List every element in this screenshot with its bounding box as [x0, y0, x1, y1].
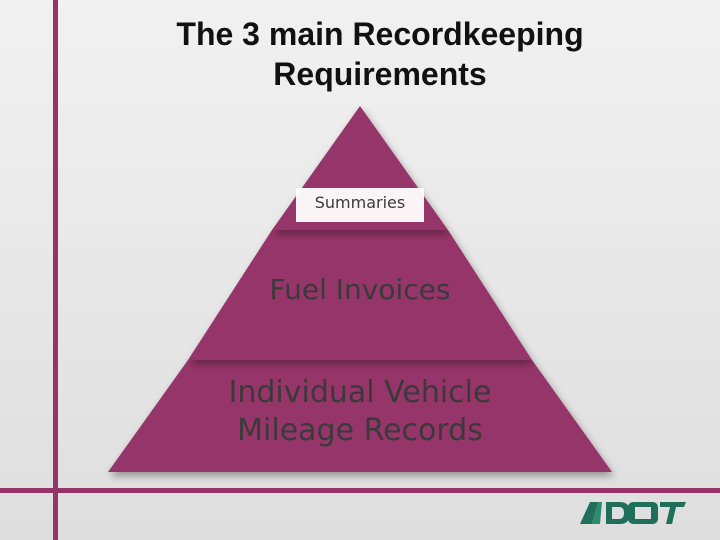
title-line-1: The 3 main Recordkeeping [176, 16, 584, 52]
slide-title: The 3 main Recordkeeping Requirements [120, 14, 640, 94]
pyramid-tier-bottom-shape [108, 360, 612, 472]
pyramid-tier-mileage-records: Individual Vehicle Mileage Records [170, 374, 550, 450]
pyramid-tier-middle-shape [188, 230, 532, 360]
summaries-label-box [296, 188, 424, 222]
horizontal-accent-line [0, 488, 720, 493]
tier-bottom-line-2: Mileage Records [237, 413, 483, 448]
tier-bottom-line-1: Individual Vehicle [228, 375, 492, 410]
title-line-2: Requirements [273, 56, 487, 92]
pyramid-tier-fuel-invoices: Fuel Invoices [269, 273, 451, 306]
adot-logo [580, 502, 686, 524]
pyramid-tier-summaries: Summaries [314, 193, 406, 212]
vertical-accent-line [53, 0, 58, 540]
